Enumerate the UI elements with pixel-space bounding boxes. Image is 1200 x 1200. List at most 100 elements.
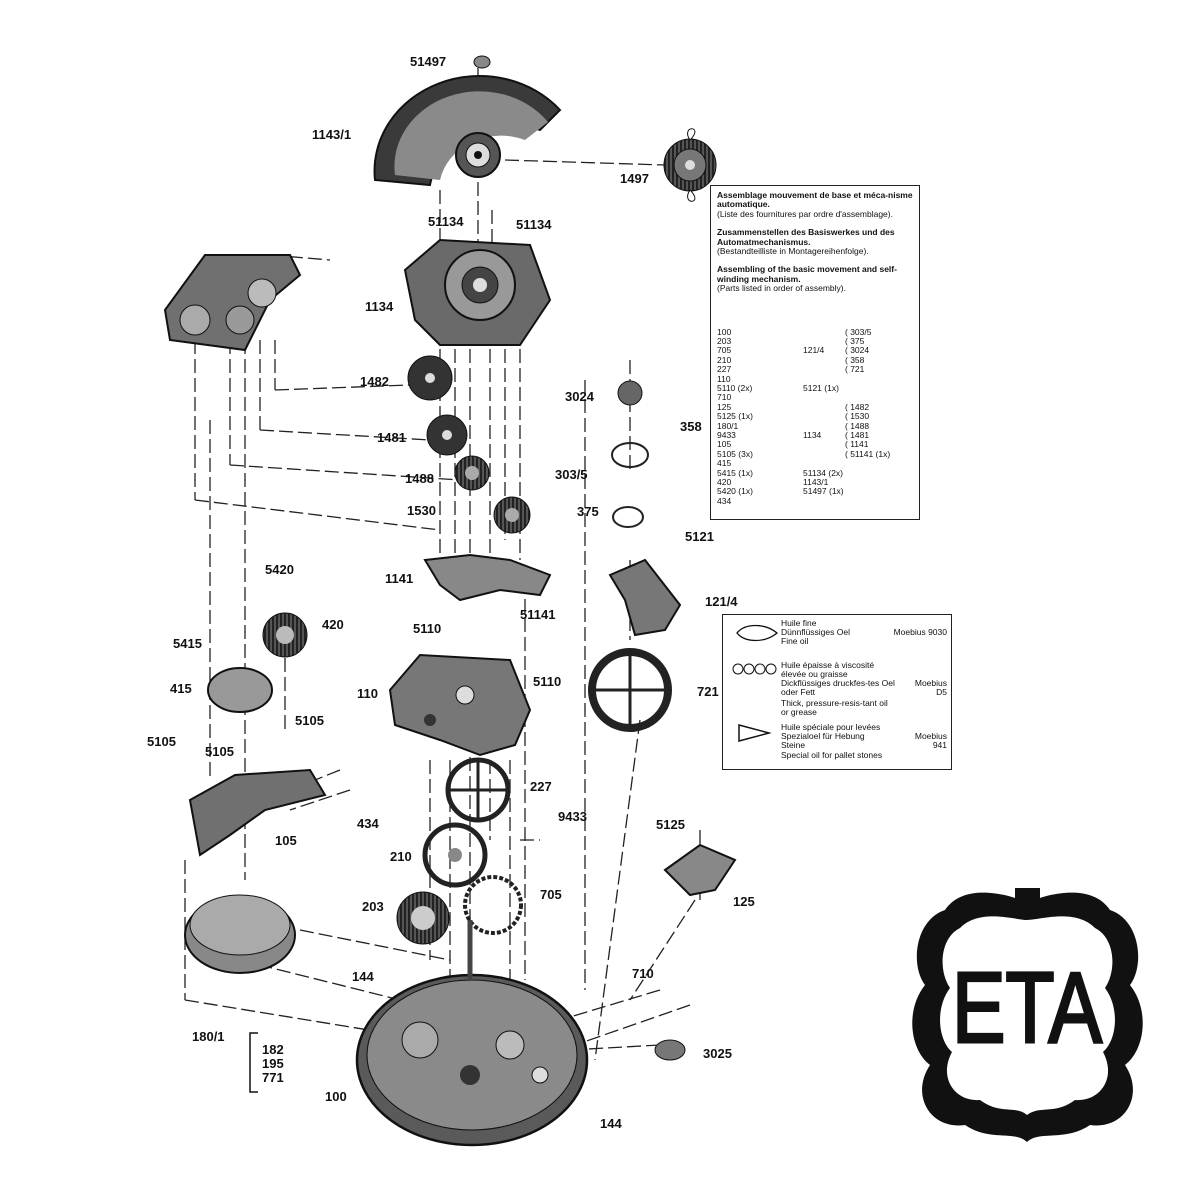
label-3025: 3025	[703, 1046, 732, 1061]
label-144-b: 144	[600, 1116, 622, 1131]
parts-col3-entry	[845, 487, 915, 496]
parts-col1-entry: 705	[717, 345, 732, 356]
label-434: 434	[357, 816, 379, 831]
parts-col3-entry	[845, 469, 915, 478]
legend-thick-en: Thick, pressure-resis-tant oil or grease	[781, 698, 888, 718]
parts-col3-entry	[845, 478, 915, 487]
label-1134: 1134	[365, 299, 394, 314]
label-5105-a: 5105	[295, 713, 324, 728]
legend-fine-brand: Moebius 9030	[893, 627, 947, 637]
wheel-227	[445, 757, 511, 823]
label-303-5: 303/5	[555, 467, 588, 482]
parts-col3-entry: ( 3024	[845, 345, 870, 356]
label-182: 182	[262, 1042, 284, 1057]
parts-sub-en: (Parts listed in order of assembly).	[717, 283, 846, 294]
parts-col3-entry	[845, 497, 915, 506]
screw-51497	[473, 55, 491, 69]
rotor-1143-1	[373, 75, 562, 187]
parts-col3-entry: ( 358	[845, 354, 865, 365]
label-227: 227	[530, 779, 552, 794]
label-195: 195	[262, 1056, 284, 1071]
parts-col3-entry	[845, 375, 915, 384]
label-1530: 1530	[407, 503, 436, 518]
parts-title-fr: Assemblage mouvement de base et méca-nis…	[717, 190, 913, 210]
parts-col3-entry: ( 1530	[845, 411, 870, 422]
wheel-203	[396, 891, 450, 945]
spring-375	[612, 506, 644, 528]
wheel-420	[262, 612, 308, 658]
parts-col1-entry: 125	[717, 401, 732, 412]
label-105: 105	[275, 833, 297, 848]
parts-col3-entry: ( 1488	[845, 420, 870, 431]
parts-title-de: Zusammenstellen des Basiswerkes und des …	[717, 227, 895, 247]
parts-col3-entry: ( 1482	[845, 401, 870, 412]
parts-col1-entry: 5125 (1x)	[717, 411, 753, 422]
balance-cock-121-4	[608, 558, 682, 637]
parts-col3-entry	[845, 459, 915, 468]
label-721: 721	[697, 684, 719, 699]
parts-col1-entry: 5105 (3x)	[717, 448, 753, 459]
wheel-210	[422, 822, 488, 888]
legend-thick-brand-1: Moebius	[914, 678, 947, 688]
bridge-125	[663, 843, 737, 897]
wedge-icon	[738, 724, 771, 742]
barrel-180-1	[184, 894, 296, 974]
label-51141: 51141	[520, 607, 556, 622]
label-1141: 1141	[385, 571, 414, 586]
label-51497: 51497	[410, 54, 447, 69]
parts-col3-entry: ( 51141 (1x)	[845, 448, 891, 459]
balance-721	[588, 648, 672, 732]
automatic-frame-top-left	[163, 254, 302, 352]
legend-special-brand-1: Moebius	[914, 731, 947, 741]
label-5110-a: 5110	[413, 621, 442, 636]
parts-col3-entry: ( 375	[845, 336, 865, 347]
parts-col1-entry: 110	[717, 373, 731, 384]
assembly-dash-lines	[184, 68, 701, 1061]
parts-col1-entry: 100	[717, 326, 732, 337]
label-1497: 1497	[620, 171, 649, 186]
plate-1141	[423, 553, 552, 602]
parts-col3-entry	[845, 384, 915, 393]
parts-col1-entry: 203	[717, 336, 732, 347]
parts-col1-entry: 420	[717, 476, 732, 487]
eta-logo: ETA	[912, 888, 1143, 1142]
jewel-3024	[617, 380, 643, 406]
parts-col-3: ( 303/5( 375( 3024( 358( 721( 1482( 1530…	[845, 327, 915, 506]
legend-special-de: Spezialoel für Hebung Steine	[781, 731, 865, 751]
shock-303-5	[611, 442, 649, 468]
parts-col2-entry: 1134	[803, 429, 822, 440]
parts-col3-entry: ( 1481	[845, 429, 870, 440]
label-5125: 5125	[656, 817, 685, 832]
eta-logo-text: ETA	[952, 952, 1102, 1064]
label-144-a: 144	[352, 969, 374, 984]
label-203: 203	[362, 899, 384, 914]
label-125: 125	[733, 894, 755, 909]
gear-1482	[407, 355, 453, 401]
escape-wheel-705	[463, 875, 523, 935]
label-1143-1: 1143/1	[312, 127, 352, 142]
legend-fine-en: Fine oil	[781, 636, 809, 646]
parts-col1-entry: 210	[717, 354, 732, 365]
label-358: 358	[680, 419, 702, 434]
parts-col1-entry: 415	[717, 458, 732, 469]
label-110: 110	[357, 686, 378, 701]
label-710: 710	[632, 966, 654, 981]
label-1482: 1482	[360, 374, 389, 389]
label-705: 705	[540, 887, 562, 902]
parts-col1-entry: 227	[717, 364, 732, 375]
screw-3025	[654, 1039, 686, 1061]
parts-sub-de: (Bestandteilliste in Montagereihenfolge)…	[717, 246, 869, 257]
label-5110-b: 5110	[533, 674, 562, 689]
label-121-4: 121/4	[705, 594, 738, 609]
gear-1530	[493, 496, 531, 534]
parts-sub-fr: (Liste des fournitures par ordre d'assem…	[717, 208, 893, 219]
legend-special-brand-2: 941	[932, 740, 947, 750]
legend-special-en: Special oil for pallet stones	[781, 750, 883, 760]
gear-1481	[426, 414, 468, 456]
legend-fine-de: Dünnflüssiges Oel	[781, 627, 850, 637]
bracket-180-1	[249, 1032, 258, 1093]
parts-col1-entry: 5415 (1x)	[717, 467, 753, 478]
parts-col2-entry: 51134 (2x)	[803, 467, 844, 478]
